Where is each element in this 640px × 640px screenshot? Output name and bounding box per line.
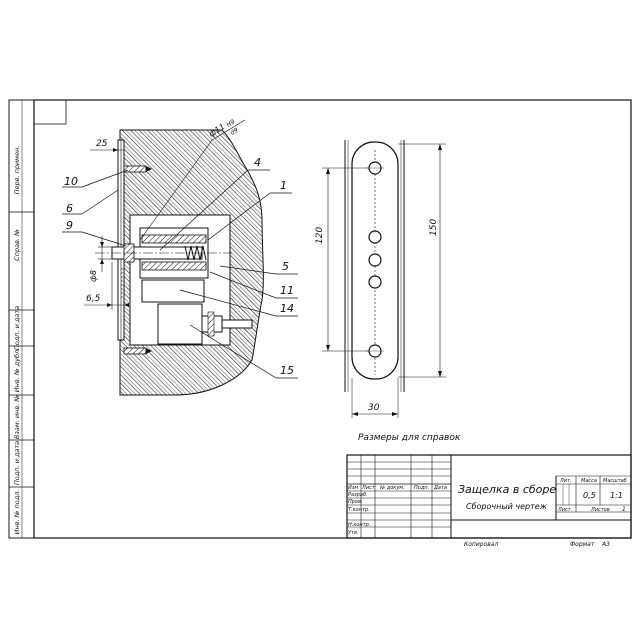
dim-h9: H9 [225,118,236,128]
format-label: Формат [570,541,595,548]
dim-30-label: 30 [368,403,380,413]
drawing-subtitle: Сборочный чертеж [466,502,548,511]
sheet-frame [8,99,632,539]
callout-14: 14 [280,302,294,315]
lit-label: Лит. [559,478,572,484]
dim-d8-label: ф8 [89,270,98,282]
cylinder-15 [157,303,203,345]
col-list: Лист [361,485,376,491]
row-razrab: Разраб. [348,492,368,498]
dim-150-label: 150 [429,219,439,236]
callout-10: 10 [64,175,78,188]
callout-6: 6 [66,202,73,215]
dim-120-label: 120 [315,227,325,244]
screw-top [123,165,152,173]
dim-25-label: 25 [96,139,108,149]
section-view [95,129,264,396]
dim-120: 120 [315,167,368,352]
top-left-cell [33,99,67,125]
callout-4: 4 [254,156,261,169]
copied-label: Копировал [464,541,498,548]
sheet-label: Лист [557,507,572,513]
scale-value: 1:1 [610,491,623,500]
dim-25: 25 [90,139,125,152]
col-data: Дата [433,485,447,491]
dim-d9: d9 [229,127,239,137]
stamp-inv-dubl: Инв. № дубл. [13,348,21,392]
dim-d8: ф8 [89,236,112,282]
col-podp: Подп. [414,485,429,491]
callout-5: 5 [282,260,289,273]
callout-1: 1 [280,179,287,192]
callout-9: 9 [66,219,73,232]
row-nkontr: Н.контр. [348,522,370,528]
mass-value: 0,5 [583,491,596,500]
callouts: 10 6 9 4 1 5 11 14 15 [62,156,298,379]
row-tkontr: Т.контр. [348,507,370,513]
screw-bottom [123,347,152,355]
drawing-title: Защелка в сборе [458,483,556,496]
holes [366,161,384,358]
dim-30: 30 [351,378,399,418]
format-value: А3 [601,541,610,548]
stamp-inv-podl: Инв. № подл. [13,490,21,535]
dim-65: 6,5 [84,262,129,310]
front-view [344,140,405,392]
dim-65-label: 6,5 [86,294,101,304]
col-izm: Изм [348,485,358,491]
stamp-vzam-inv: Взам. инв. № [13,395,21,439]
stamp-podp-data-2: Подп. и дата [13,441,21,485]
reference-note: Размеры для справок [358,433,461,443]
sheets-label: Листов [590,507,610,513]
lower-bracket [141,279,205,303]
stamp-sprav: Справ. № [13,229,21,261]
callout-11: 11 [280,284,294,297]
col-doc: № докум. [379,485,405,491]
scale-label: Масштаб [603,478,627,484]
stamp-perv-primen: Перв. примен. [13,146,21,195]
dim-150: 150 [398,143,446,378]
row-utv: Утв. [348,530,359,536]
stamp-podp-data-1: Подп. и дата [13,306,21,350]
side-stamp-column: Перв. примен. Справ. № Подп. и дата Инв.… [8,99,35,539]
mass-label: Масса [581,478,597,484]
callout-15: 15 [280,364,294,377]
sheets-value: 1 [622,506,626,513]
row-prov: Пров. [348,499,363,505]
title-block: Изм Лист № докум. Подп. Дата Разраб. Про… [346,454,632,539]
